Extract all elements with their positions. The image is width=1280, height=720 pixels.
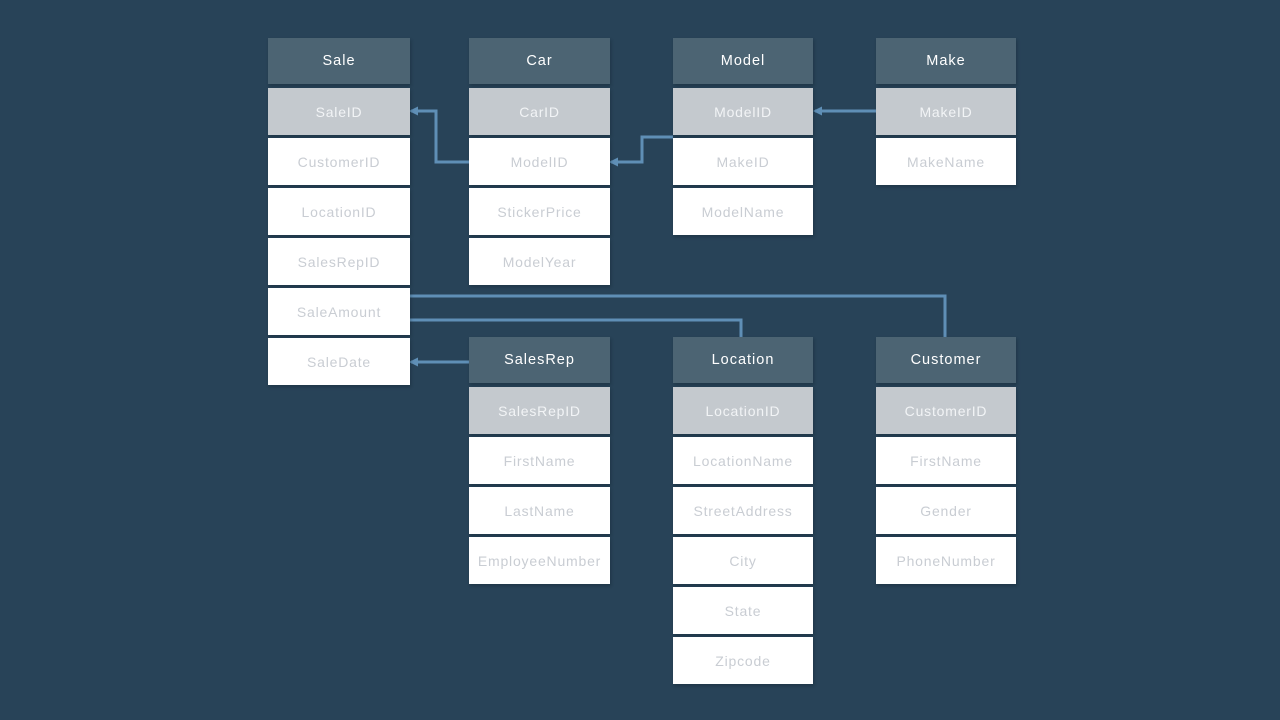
row-salesrep-firstname[interactable]: FirstName bbox=[469, 437, 610, 484]
row-location-state[interactable]: State bbox=[673, 587, 813, 634]
column-label: EmployeeNumber bbox=[477, 552, 602, 569]
column-label: CustomerID bbox=[904, 402, 988, 419]
table-customer-title[interactable]: Customer bbox=[876, 337, 1016, 383]
table-title-label: Model bbox=[720, 53, 766, 69]
row-car-modelyear[interactable]: ModelYear bbox=[469, 238, 610, 285]
row-salesrep-employeenumber[interactable]: EmployeeNumber bbox=[469, 537, 610, 584]
connector-arrowhead-icon bbox=[409, 357, 418, 367]
column-label: ModelID bbox=[510, 153, 569, 170]
column-label: StickerPrice bbox=[497, 203, 582, 220]
table-title-label: Car bbox=[526, 53, 553, 69]
table-title-label: Location bbox=[711, 352, 775, 368]
column-label: CarID bbox=[519, 103, 560, 120]
table-car-title[interactable]: Car bbox=[469, 38, 610, 84]
row-car-stickerprice[interactable]: StickerPrice bbox=[469, 188, 610, 235]
row-sale-saledate[interactable]: SaleDate bbox=[268, 338, 410, 385]
row-car-carid[interactable]: CarID bbox=[469, 88, 610, 135]
table-title-label: Customer bbox=[910, 352, 982, 368]
row-customer-phonenumber[interactable]: PhoneNumber bbox=[876, 537, 1016, 584]
column-label: LastName bbox=[504, 502, 575, 519]
table-location-title[interactable]: Location bbox=[673, 337, 813, 383]
column-label: SaleDate bbox=[307, 353, 371, 370]
row-sale-saleamount[interactable]: SaleAmount bbox=[268, 288, 410, 335]
row-model-modelid[interactable]: ModelID bbox=[673, 88, 813, 135]
column-label: MakeID bbox=[716, 153, 770, 170]
row-salesrep-salesrepid[interactable]: SalesRepID bbox=[469, 387, 610, 434]
row-car-modelid[interactable]: ModelID bbox=[469, 138, 610, 185]
column-label: LocationID bbox=[705, 402, 781, 419]
row-location-city[interactable]: City bbox=[673, 537, 813, 584]
table-model-title[interactable]: Model bbox=[673, 38, 813, 84]
column-label: ModelID bbox=[714, 103, 772, 120]
row-customer-firstname[interactable]: FirstName bbox=[876, 437, 1016, 484]
column-label: SaleID bbox=[315, 103, 363, 120]
row-location-locationname[interactable]: LocationName bbox=[673, 437, 813, 484]
column-label: FirstName bbox=[910, 452, 982, 469]
column-label: City bbox=[729, 552, 757, 569]
connector-arrowhead-icon bbox=[609, 157, 618, 167]
column-label: StreetAddress bbox=[693, 502, 793, 519]
row-sale-locationid[interactable]: LocationID bbox=[268, 188, 410, 235]
row-location-zipcode[interactable]: Zipcode bbox=[673, 637, 813, 684]
row-make-makeid[interactable]: MakeID bbox=[876, 88, 1016, 135]
column-label: SaleAmount bbox=[296, 303, 382, 320]
table-sale-title[interactable]: Sale bbox=[268, 38, 410, 84]
row-salesrep-lastname[interactable]: LastName bbox=[469, 487, 610, 534]
column-label: LocationName bbox=[693, 452, 793, 469]
column-label: Zipcode bbox=[715, 652, 771, 669]
row-model-makeid[interactable]: MakeID bbox=[673, 138, 813, 185]
column-label: SalesRepID bbox=[498, 402, 581, 419]
row-location-locationid[interactable]: LocationID bbox=[673, 387, 813, 434]
row-sale-salesrepid[interactable]: SalesRepID bbox=[268, 238, 410, 285]
table-title-label: SalesRep bbox=[504, 352, 575, 368]
column-label: CustomerID bbox=[297, 153, 381, 170]
column-label: LocationID bbox=[301, 203, 377, 220]
row-sale-customerid[interactable]: CustomerID bbox=[268, 138, 410, 185]
row-make-makename[interactable]: MakeName bbox=[876, 138, 1016, 185]
column-label: State bbox=[724, 602, 762, 619]
table-make-title[interactable]: Make bbox=[876, 38, 1016, 84]
column-label: ModelName bbox=[701, 203, 785, 220]
column-label: ModelYear bbox=[502, 253, 577, 270]
table-title-label: Make bbox=[926, 53, 966, 69]
column-label: Gender bbox=[920, 502, 972, 519]
row-sale-saleid[interactable]: SaleID bbox=[268, 88, 410, 135]
table-title-label: Sale bbox=[322, 53, 356, 69]
column-label: PhoneNumber bbox=[896, 552, 996, 569]
connector-car-modelid-to-model[interactable] bbox=[611, 135, 673, 164]
table-salesrep-title[interactable]: SalesRep bbox=[469, 337, 610, 383]
row-model-modelname[interactable]: ModelName bbox=[673, 188, 813, 235]
column-label: MakeID bbox=[919, 103, 973, 120]
column-label: FirstName bbox=[503, 452, 576, 469]
connector-sale-saleid-to-car-modelid[interactable] bbox=[411, 109, 469, 164]
connector-sale-to-customer[interactable] bbox=[410, 294, 947, 338]
row-customer-gender[interactable]: Gender bbox=[876, 487, 1016, 534]
row-location-streetaddress[interactable]: StreetAddress bbox=[673, 487, 813, 534]
connector-sale-to-location[interactable] bbox=[410, 318, 743, 338]
connector-arrowhead-icon bbox=[813, 106, 822, 116]
connector-arrowhead-icon bbox=[409, 106, 418, 116]
column-label: MakeName bbox=[907, 153, 985, 170]
row-customer-customerid[interactable]: CustomerID bbox=[876, 387, 1016, 434]
column-label: SalesRepID bbox=[297, 253, 381, 270]
